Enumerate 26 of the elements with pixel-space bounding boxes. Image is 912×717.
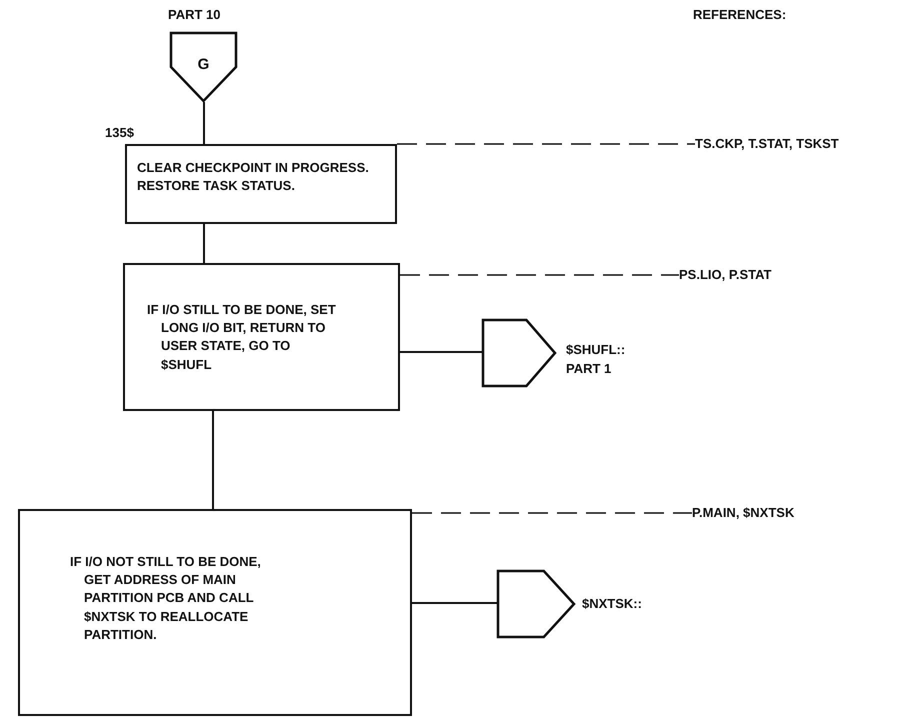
flow-line [203,102,205,144]
connector-caption: $SHUFL:: PART 1 [566,341,626,378]
box-text: IF I/O STILL TO BE DONE, SET LONG I/O BIT, RETURN TO USER STATE, GO TO $SHUFL [147,301,337,374]
process-box [125,144,397,224]
on-page-connector [170,32,237,102]
flow-line [212,411,214,509]
flow-line [203,224,205,263]
process-box [18,509,412,716]
off-page-connector [482,319,556,387]
references-heading: REFERENCES: [693,6,786,24]
dashed-reference-line [412,512,692,514]
dashed-reference-line [397,143,695,145]
connector-caption: PART 10 [168,6,222,24]
box-text: CLEAR CHECKPOINT IN PROGRESS. RESTORE TASK STATUS. [137,159,370,196]
flow-line [400,351,482,353]
reference-text: TS.CKP, T.STAT, TSKST [695,135,840,153]
process-box [123,263,400,411]
connector-label: G [196,55,210,75]
reference-text: P.MAIN, $NXTSK [692,504,796,522]
flow-line [412,602,497,604]
connector-caption: $NXTSK:: [582,595,643,613]
step-label: 135$ [105,124,135,142]
box-text: IF I/O NOT STILL TO BE DONE, GET ADDRESS OF MAIN PARTITION PCB AND CALL $NXTSK TO REALLOCATE PARTITION. [70,553,262,644]
off-page-connector [497,570,575,638]
dashed-reference-line [400,274,679,276]
reference-text: PS.LIO, P.STAT [679,266,772,284]
